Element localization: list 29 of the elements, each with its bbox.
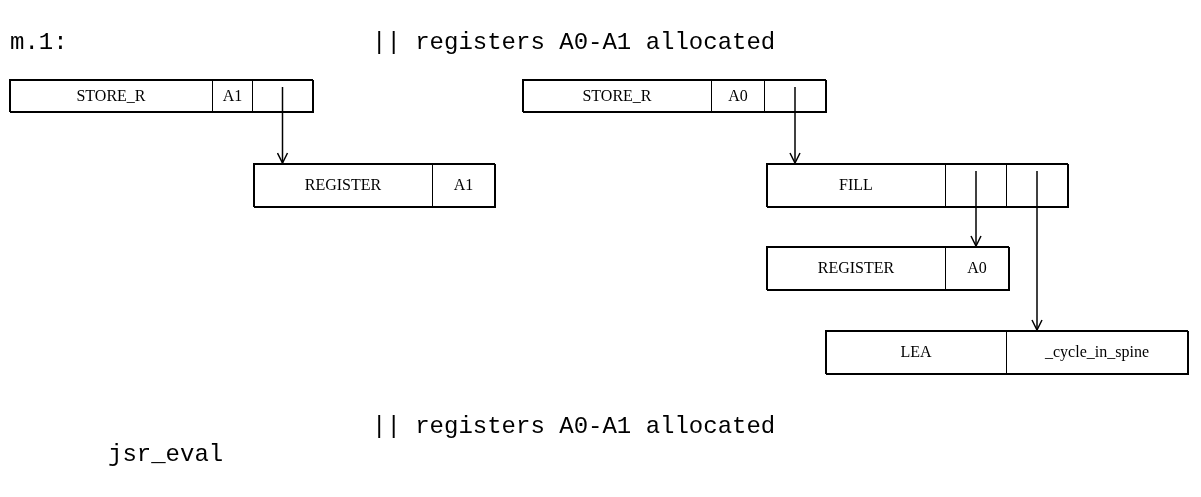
record-field: REGISTER: [253, 163, 433, 207]
record-field: _cycle_in_spine: [1006, 330, 1188, 374]
record-box: [523, 80, 827, 113]
comment-text: || registers A0-A1 allocated: [372, 31, 776, 55]
record-field: A0: [711, 79, 765, 112]
arrow: [970, 170, 982, 247]
record-box: [767, 164, 1069, 208]
record-box: [254, 164, 496, 208]
record-field: STORE_R: [9, 79, 213, 112]
pointer-field: [764, 79, 826, 112]
record-field: A1: [212, 79, 253, 112]
record-field: REGISTER: [766, 246, 946, 290]
arrow: [1031, 170, 1043, 331]
record-field: FILL: [766, 163, 946, 207]
instruction-text: jsr_eval: [108, 443, 224, 467]
arrow: [276, 86, 289, 164]
pointer-field: [945, 163, 1007, 207]
record-field: A1: [432, 163, 495, 207]
record-box: [767, 247, 1010, 291]
comment-text: || registers A0-A1 allocated: [372, 415, 776, 439]
pointer-field: [1006, 163, 1068, 207]
pointer-field: [252, 79, 313, 112]
record-field: STORE_R: [522, 79, 712, 112]
record-box: [10, 80, 314, 113]
record-box: [826, 331, 1189, 375]
block-label: m.1:: [10, 31, 68, 55]
arrow: [789, 86, 801, 164]
record-field: A0: [945, 246, 1009, 290]
record-field: LEA: [825, 330, 1007, 374]
